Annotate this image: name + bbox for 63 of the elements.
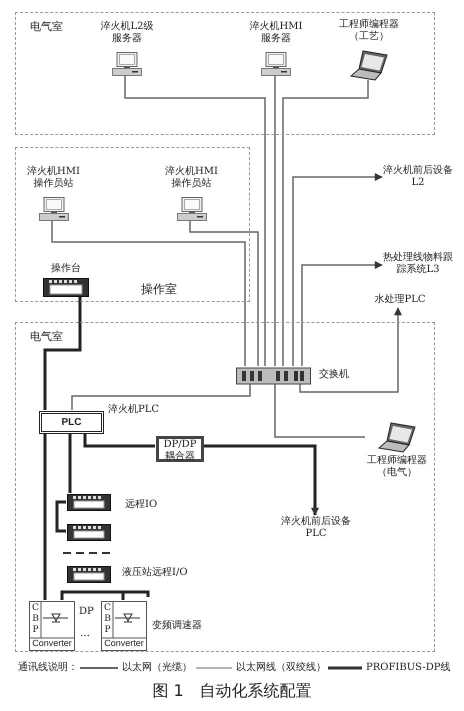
- io-module: [67, 524, 111, 541]
- converter-label: Converter: [103, 638, 145, 648]
- annotation-label: 远程IO: [125, 499, 158, 510]
- converter-label: Converter: [31, 638, 73, 648]
- terminal-letter: P: [31, 625, 40, 636]
- caption-text: 淬火机PLC: [108, 404, 160, 416]
- connector-line: [71, 384, 251, 410]
- station-label: 淬火机HMI操作员站: [164, 166, 219, 189]
- connector-line: [44, 297, 82, 410]
- caption-text: 变频调速器: [152, 620, 202, 632]
- legend-label: 以太网（光缆）: [122, 662, 192, 674]
- target-label: 水处理PLC: [373, 294, 427, 306]
- connector-line: [51, 220, 246, 366]
- arrow: [299, 307, 402, 393]
- room-boundary: [15, 322, 435, 652]
- room-boundary: [15, 147, 250, 302]
- legend-label: 以太网线（双绞线）: [236, 662, 326, 674]
- station-label: 淬火机HMI服务器: [248, 21, 304, 44]
- room-label: 操作室: [141, 283, 177, 297]
- ellipsis-mark: …: [80, 628, 90, 640]
- arrow: [301, 261, 383, 366]
- figure-caption: 图 1 自动化系统配置: [151, 682, 313, 700]
- plc-label: PLC: [60, 417, 82, 428]
- annotation-label: DP: [79, 606, 94, 618]
- connector-line: [282, 80, 369, 366]
- connector-line: [68, 433, 72, 493]
- terminal-letter: B: [31, 614, 40, 624]
- annotation-label: 通讯线说明：: [18, 662, 78, 674]
- connector-line: [44, 433, 46, 600]
- io-module: [67, 494, 111, 511]
- connector-line: [60, 590, 124, 600]
- io-module: [67, 566, 111, 583]
- target-label: 淬火机前后设备L2: [382, 165, 454, 188]
- arrow: [292, 173, 383, 366]
- station-label: 淬火机HMI操作员站: [26, 166, 81, 189]
- annotation-label: 液压站远程I/O: [122, 567, 188, 578]
- terminal-letter: P: [103, 625, 112, 636]
- connector-line: [124, 75, 266, 366]
- room-label: 电气室: [30, 331, 63, 344]
- coupler-box: [156, 436, 204, 462]
- coupler-label: DP/DP耦合器: [162, 439, 198, 462]
- console-label: 操作台: [50, 263, 82, 274]
- converter-unit: [101, 601, 147, 651]
- target-label: 淬火机前后设备PLC: [280, 516, 352, 539]
- connector-line: [84, 433, 155, 448]
- connector-line: [56, 500, 66, 532]
- connector-line: [274, 75, 276, 366]
- terminal-letter: B: [103, 614, 112, 624]
- station-label: 工程师编程器（电气）: [366, 455, 428, 478]
- connector-line: [189, 220, 259, 366]
- legend-label: PROFIBUS-DP线: [366, 662, 450, 674]
- station-label: 工程师编程器（工艺）: [338, 19, 400, 42]
- room-boundary: [15, 12, 435, 135]
- connector-line: [274, 384, 365, 438]
- room-label: 电气室: [30, 21, 63, 34]
- terminal-letter: C: [31, 603, 40, 614]
- switch-label: 交换机: [319, 369, 349, 380]
- station-label: 淬火机L2级服务器: [99, 21, 154, 44]
- target-label: 热处理线物料跟踪系统L3: [382, 252, 454, 275]
- converter-unit: [29, 601, 75, 651]
- plc-box: [39, 411, 104, 434]
- terminal-letter: C: [103, 603, 112, 614]
- arrow: [203, 444, 319, 516]
